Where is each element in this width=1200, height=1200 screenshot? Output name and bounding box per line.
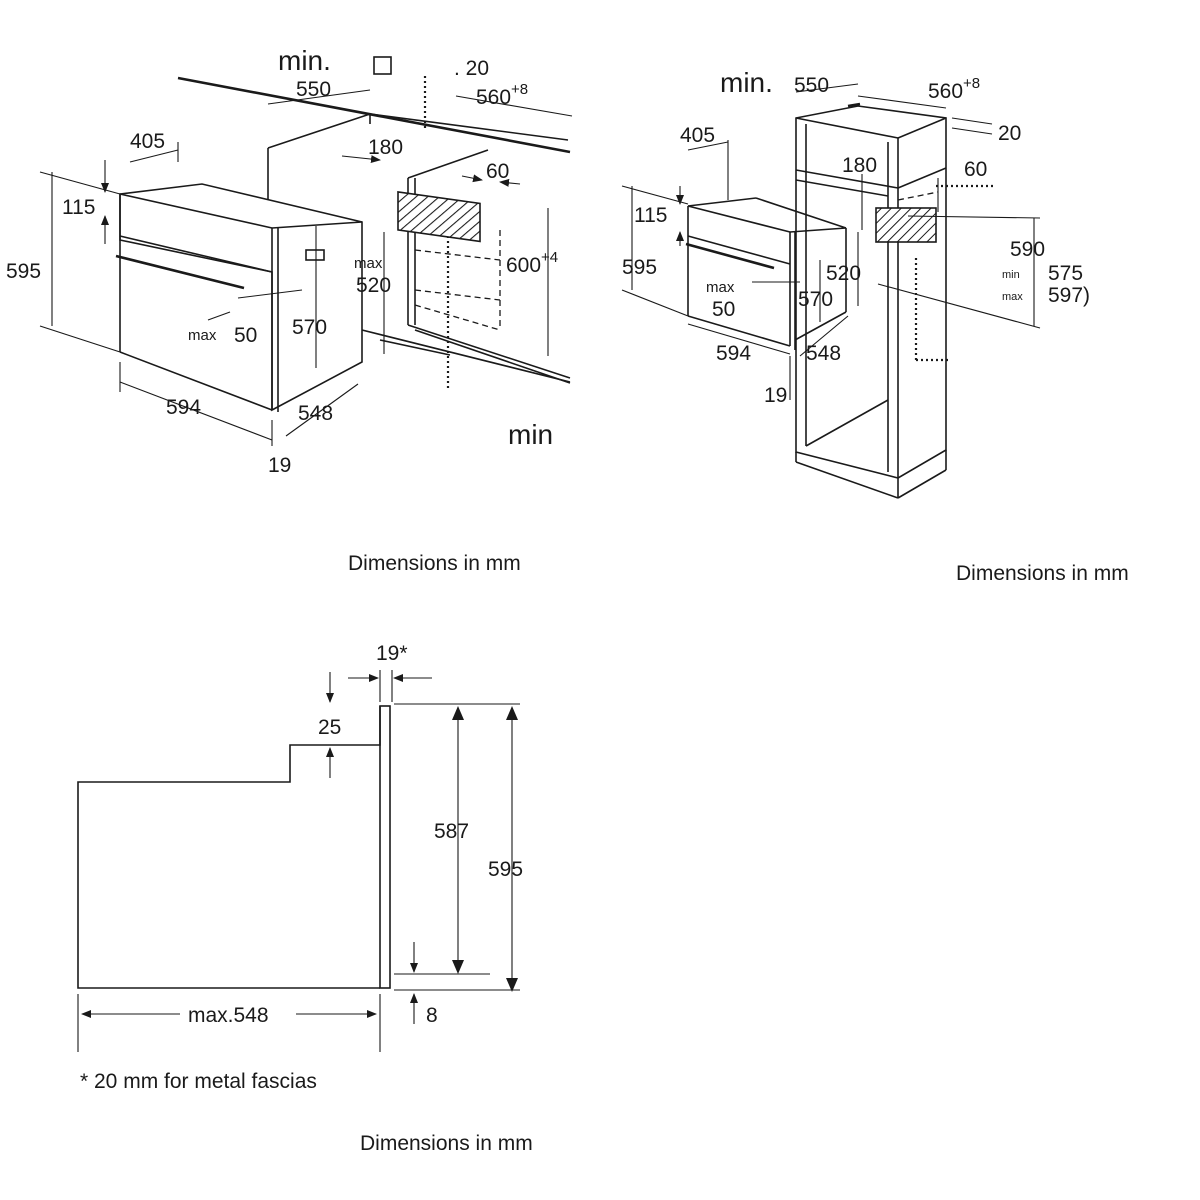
dim-180-a: 180 xyxy=(368,136,403,159)
dimension-lines-a xyxy=(39,89,573,446)
footnote-c: * 20 mm for metal fascias xyxy=(80,1070,317,1093)
dim-560-a: 560+8 xyxy=(476,81,528,109)
panel-a-under-counter: min. . 20 550 560+8 405 180 60 115 595 m… xyxy=(6,45,573,575)
dim-570-b: 570 xyxy=(798,288,833,311)
dim-520-b: 520 xyxy=(826,262,861,285)
vent-hatch-b xyxy=(875,207,937,243)
worktop-a xyxy=(177,76,571,200)
dim-550-a: 550 xyxy=(296,78,331,101)
cabinet-niche-a xyxy=(361,76,571,390)
dim-548-c: max.548 xyxy=(188,1004,269,1027)
dim-597-b: 597) xyxy=(1048,284,1090,307)
dim-595-a: 595 xyxy=(6,260,41,283)
dim-19-a: 19 xyxy=(268,454,291,477)
dim-590-b: 590 xyxy=(1010,238,1045,261)
caption-a: Dimensions in mm xyxy=(348,552,521,575)
tall-cabinet-b xyxy=(795,102,994,499)
vent-hatch-a xyxy=(397,191,481,243)
dim-20-b: 20 xyxy=(998,122,1021,145)
max-label-a2: max xyxy=(188,327,217,344)
caption-b: Dimensions in mm xyxy=(956,562,1129,585)
dim-405-b: 405 xyxy=(680,124,715,147)
dim-115-a: 115 xyxy=(62,196,95,219)
dim-520-a: 520 xyxy=(356,274,391,297)
dim-50-a: 50 xyxy=(234,324,257,347)
panel-b-tall-cabinet: min. 550 560+8 20 405 180 60 115 595 590… xyxy=(621,67,1129,585)
min-label-a: min. xyxy=(278,45,331,76)
oven-body-b xyxy=(685,197,847,350)
oven-body-a xyxy=(115,183,363,412)
max-label-b: max xyxy=(706,279,735,296)
dim-600-a: 600+4 xyxy=(506,249,558,277)
dim-570-a: 570 xyxy=(292,316,327,339)
max-small-b: max xyxy=(1002,291,1023,303)
dim-50-b: 50 xyxy=(712,298,735,321)
dim-180-b: 180 xyxy=(842,154,877,177)
caption-c: Dimensions in mm xyxy=(360,1132,533,1155)
dim-587-c: 587 xyxy=(434,820,469,843)
dim-25-c: 25 xyxy=(318,716,341,739)
min-small-b: min xyxy=(1002,269,1020,281)
dim-8-c: 8 xyxy=(426,1004,438,1027)
dim-115-b: 115 xyxy=(634,204,667,227)
dim-550-b: 550 xyxy=(794,74,829,97)
dim-595-c: 595 xyxy=(488,858,523,881)
dim-548-a: 548 xyxy=(298,402,333,425)
dim-19-c: 19* xyxy=(376,642,408,665)
dim-548-b: 548 xyxy=(806,342,841,365)
max-label-a1: max xyxy=(354,255,383,272)
oven-badge-a xyxy=(305,249,325,261)
door-fascia-c xyxy=(379,705,391,989)
square-symbol-a xyxy=(373,56,392,75)
dim-594-a: 594 xyxy=(166,396,201,419)
dim-19-b: 19 xyxy=(764,384,787,407)
dim-20-a: . 20 xyxy=(454,57,489,80)
min-bottom-label-a: min xyxy=(508,419,553,450)
dimension-lines-c xyxy=(77,670,520,1052)
dim-60-b: 60 xyxy=(964,158,987,181)
dim-405-a: 405 xyxy=(130,130,165,153)
dim-560-b: 560+8 xyxy=(928,75,980,103)
panel-c-side-profile: 19* 25 587 595 max.548 8 * 20 mm for met… xyxy=(77,642,533,1155)
dim-595-b: 595 xyxy=(622,256,657,279)
dim-594-b: 594 xyxy=(716,342,751,365)
dim-575-b: 575 xyxy=(1048,262,1083,285)
oven-profile-c xyxy=(77,706,381,989)
min-label-b: min. xyxy=(720,67,773,98)
dimension-lines-b xyxy=(621,83,1041,400)
dim-60-a: 60 xyxy=(486,160,509,183)
